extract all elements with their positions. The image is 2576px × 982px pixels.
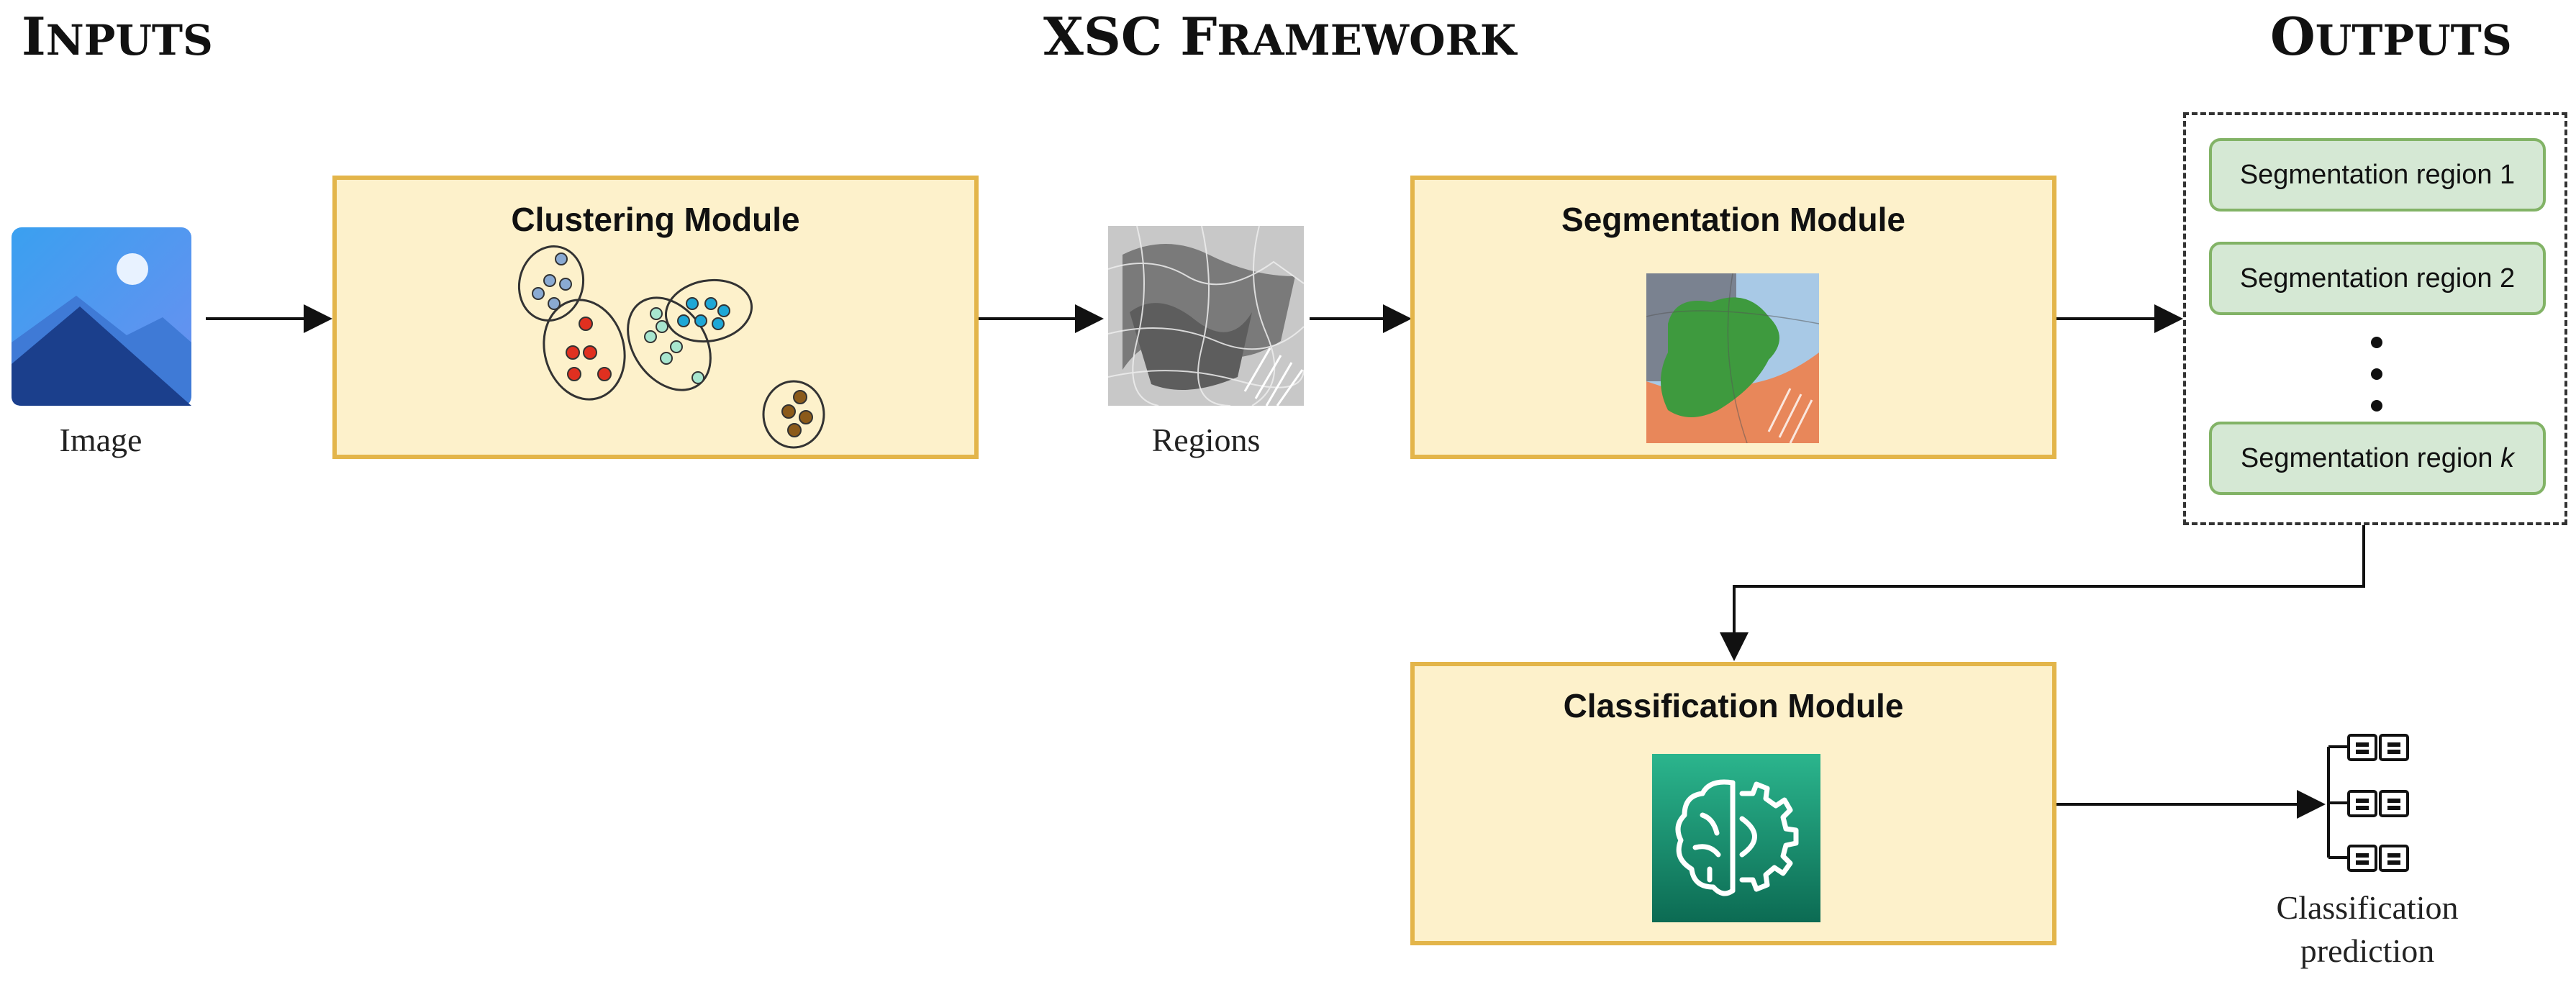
cluster-scatter-icon: [517, 245, 825, 449]
segmentation-region-k[interactable]: Segmentation region k: [2209, 422, 2546, 495]
image-caption: Image: [59, 422, 142, 458]
ellipsis-dots: [2368, 332, 2385, 419]
classification-module[interactable]: Classification Module: [1410, 662, 2056, 945]
brain-gear-icon: [1652, 754, 1820, 922]
clustering-module-title: Clustering Module: [511, 201, 800, 238]
prediction-caption-line1: Classification: [2276, 889, 2459, 926]
prediction-caption: Classification prediction: [2252, 886, 2482, 973]
outputs-header: OUTPUTS: [2270, 6, 2512, 67]
outputs-container: Segmentation region 1 Segmentation regio…: [2183, 112, 2567, 525]
segmentation-region-2-label: Segmentation region 2: [2239, 263, 2516, 294]
regions-thumbnail: [1108, 226, 1304, 406]
image-icon: [12, 227, 191, 406]
classification-module-title: Classification Module: [1563, 687, 1904, 724]
framework-header: XSC FRAMEWORK: [1043, 6, 1517, 67]
inputs-header: INPUTS: [22, 6, 213, 67]
segmentation-region-1[interactable]: Segmentation region 1: [2209, 138, 2546, 212]
prediction-caption-line2: prediction: [2300, 932, 2435, 969]
clustering-module[interactable]: Clustering Module: [332, 176, 979, 459]
regions-caption: Regions: [1151, 422, 1261, 458]
arrow-outputs-to-classification: [1720, 525, 2365, 661]
segmentation-module[interactable]: Segmentation Module: [1410, 176, 2056, 459]
hierarchy-tree-icon: [2318, 727, 2423, 885]
segmentation-module-title: Segmentation Module: [1561, 201, 1905, 238]
segmentation-region-k-label: Segmentation region k: [2240, 442, 2515, 473]
segmentation-preview: [1646, 273, 1819, 443]
segmentation-region-2[interactable]: Segmentation region 2: [2209, 242, 2546, 315]
segmentation-region-1-label: Segmentation region 1: [2239, 159, 2516, 190]
